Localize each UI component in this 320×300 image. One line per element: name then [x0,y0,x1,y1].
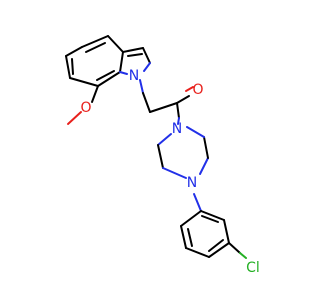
piperazine-nitrogen-top-label: N [172,121,182,137]
methoxy-oxygen-label: O [80,100,91,116]
indole-pyrrole-ring [119,47,151,75]
carbonyl-oxygen-label: O [192,82,203,98]
indole-nitrogen-label: N [129,68,139,84]
indole-benzene-ring [65,35,124,87]
piperazine-nitrogen-bottom-label: N [187,175,197,191]
piperazine-ring [157,126,209,179]
chlorophenyl-ring [180,193,230,258]
chlorine-label: Cl [246,260,260,276]
methoxy-group [67,85,99,125]
chloro-substituent [228,242,247,259]
molecule-structure: N O O N N Cl [65,35,260,276]
acetyl-linker [139,79,194,125]
